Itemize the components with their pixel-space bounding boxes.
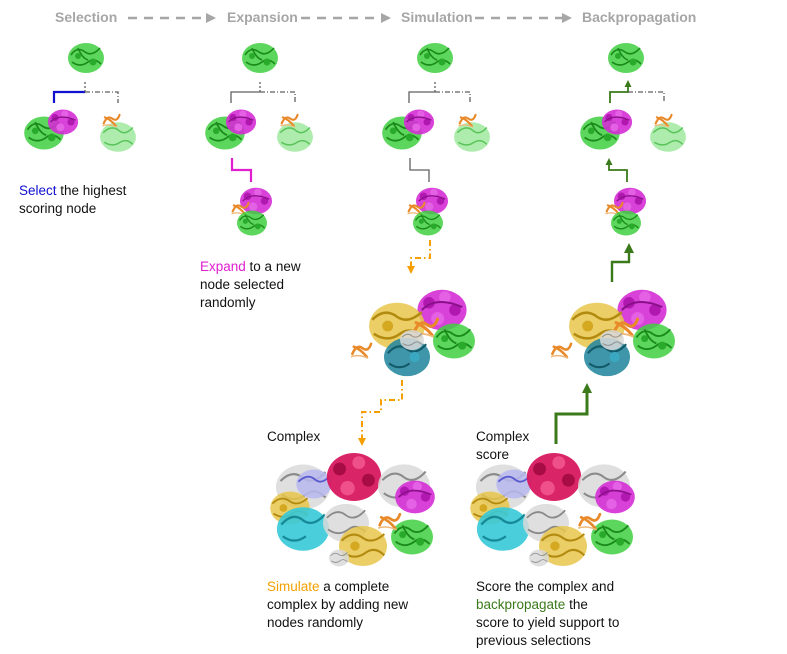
- caption-expansion-line3: randomly: [200, 295, 256, 310]
- label-complex-simulation: Complex: [267, 429, 321, 444]
- label-complex-score-line2: score: [476, 447, 510, 462]
- caption-backprop: Score the complex and backpropagate the …: [476, 578, 619, 650]
- stage-expansion: Expansion: [227, 9, 298, 25]
- expand-highlight: Expand: [200, 259, 246, 274]
- tree-selection: [23, 42, 137, 153]
- stage-backpropagation: Backpropagation: [582, 9, 697, 25]
- caption-backprop-line3: score to yield support to: [476, 615, 620, 630]
- caption-simulation: Simulate a complete complex by adding ne…: [267, 578, 408, 632]
- caption-selection-line2: scoring node: [19, 201, 97, 216]
- caption-simulation-line3: nodes randomly: [267, 615, 364, 630]
- caption-expansion-line2: node selected: [200, 277, 285, 292]
- caption-selection-line1: the highest: [56, 183, 127, 198]
- tree-backpropagation: [469, 42, 687, 568]
- stage-simulation: Simulation: [401, 9, 473, 25]
- caption-simulation-line2: complex by adding new: [267, 597, 409, 612]
- stage-selection: Selection: [55, 9, 118, 25]
- label-complex-score-line1: Complex: [476, 429, 530, 444]
- simulate-highlight: Simulate: [267, 579, 320, 594]
- caption-backprop-line2: the: [565, 597, 588, 612]
- caption-simulation-line1: a complete: [319, 579, 390, 594]
- backpropagate-highlight: backpropagate: [476, 597, 566, 612]
- tree-expansion: [204, 42, 314, 237]
- select-highlight: Select: [19, 183, 57, 198]
- caption-selection: Select the highest scoring node: [19, 182, 126, 218]
- label-complex-score: Complex score: [476, 428, 529, 464]
- caption-backprop-line4: previous selections: [476, 633, 591, 648]
- tree-simulation: [269, 42, 491, 568]
- caption-backprop-line1: Score the complex and: [476, 579, 615, 594]
- caption-expansion-line1: to a new: [245, 259, 301, 274]
- caption-expansion: Expand to a new node selected randomly: [200, 258, 301, 312]
